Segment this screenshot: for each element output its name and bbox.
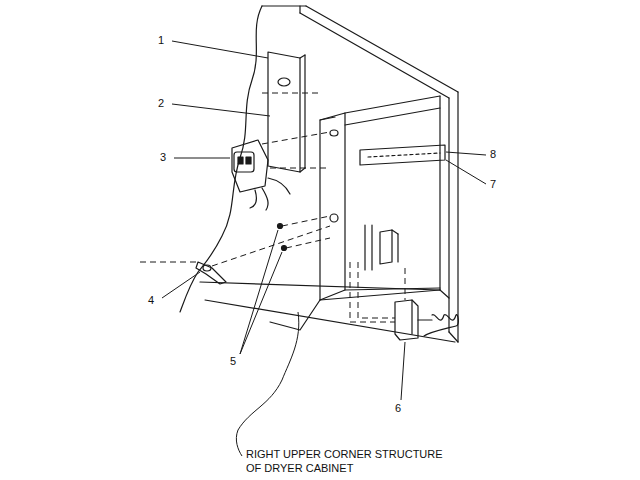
leader-line bbox=[401, 342, 405, 400]
callout-number: 4 bbox=[148, 294, 154, 307]
leader-line bbox=[240, 230, 278, 354]
leader-line bbox=[172, 41, 268, 58]
callout-number: 1 bbox=[158, 34, 164, 47]
clip bbox=[196, 262, 226, 284]
control-box bbox=[320, 113, 345, 300]
caption: RIGHT UPPER CORNER STRUCTURE OF DRYER CA… bbox=[246, 448, 451, 476]
leader-line bbox=[446, 160, 486, 184]
rail bbox=[360, 145, 445, 165]
leader-line bbox=[162, 272, 200, 298]
callout-number: 5 bbox=[230, 355, 236, 368]
relay bbox=[232, 140, 268, 192]
callout-number: 6 bbox=[395, 402, 401, 415]
leader-line bbox=[174, 158, 230, 159]
sensor-block bbox=[395, 300, 418, 340]
callout-number: 3 bbox=[160, 151, 166, 164]
bracket-plate bbox=[268, 52, 300, 172]
leader-line bbox=[172, 104, 270, 116]
callout-number: 8 bbox=[490, 148, 496, 161]
callout-number: 2 bbox=[158, 97, 164, 110]
callout-number: 7 bbox=[490, 178, 496, 191]
caption-leader bbox=[236, 312, 298, 456]
leader-line bbox=[240, 252, 282, 354]
leader-line bbox=[446, 152, 486, 155]
torn-edge bbox=[180, 6, 262, 312]
